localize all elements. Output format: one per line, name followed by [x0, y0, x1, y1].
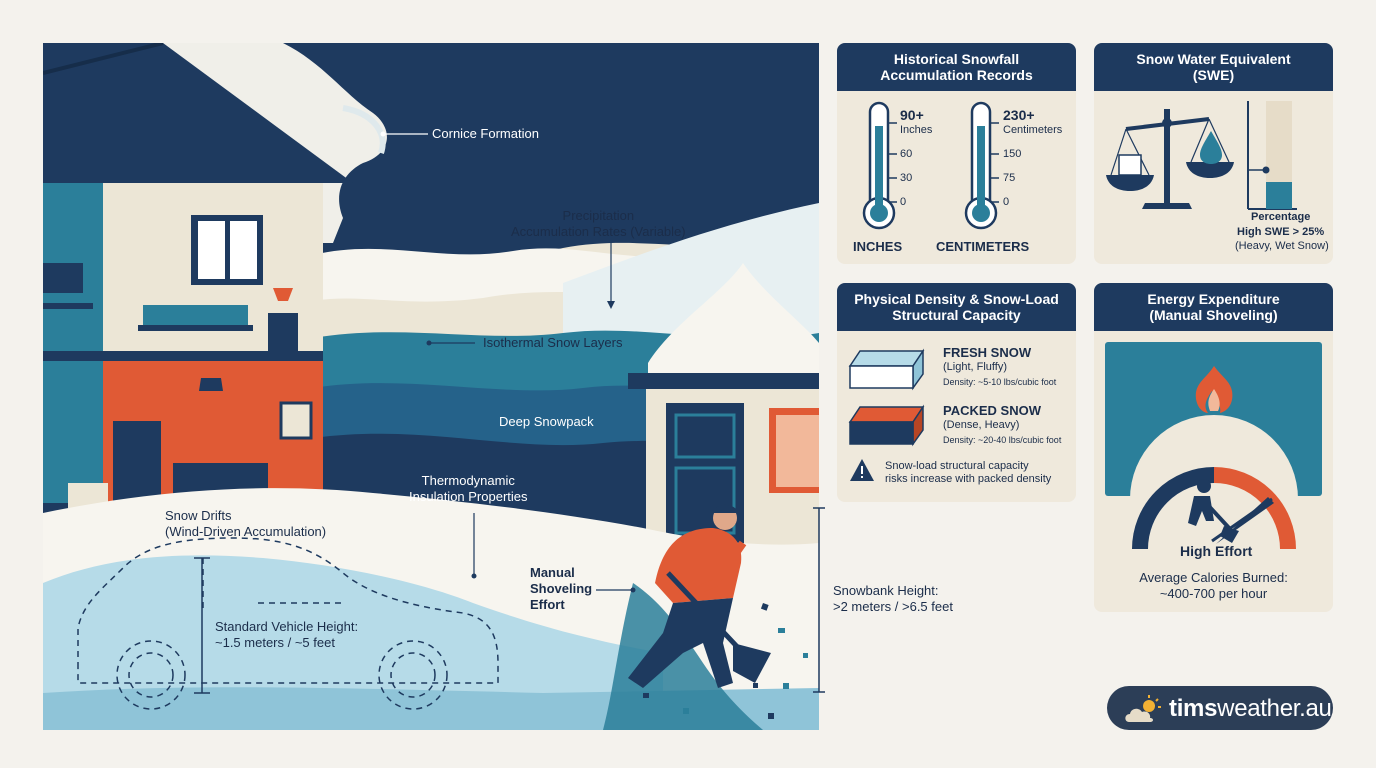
cornice-snow: [143, 43, 387, 243]
fresh-snow-density: Density: ~5-10 lbs/cubic foot: [943, 377, 1057, 387]
card-density: Physical Density & Snow-Load Structural …: [837, 283, 1076, 502]
label-vehicle-height: Standard Vehicle Height: ~1.5 meters / ~…: [215, 619, 359, 650]
sun-cloud-icon: [1125, 695, 1161, 722]
label-snow-drifts: Snow Drifts (Wind-Driven Accumulation): [165, 508, 327, 539]
snowbank-height-marker: [813, 507, 825, 693]
snow-scene-illustration: Cornice Formation Precipitation Accumula…: [43, 43, 819, 730]
cm-tick: 150: [1003, 148, 1022, 160]
effort-label: High Effort: [1180, 543, 1253, 559]
label-snowbank-height: Snowbank Height: >2 meters / >6.5 feet: [833, 583, 953, 614]
swe-high-label: High SWE > 25%: [1237, 226, 1325, 238]
label-deep-snowpack: Deep Snowpack: [499, 414, 594, 429]
cm-tick: 75: [1003, 172, 1016, 184]
cm-label: CENTIMETERS: [936, 239, 1030, 254]
attic-wall: [113, 183, 323, 193]
cornice-curl: [342, 105, 386, 154]
shoveler-figure: [628, 504, 771, 688]
water-drop-icon: [1200, 131, 1222, 164]
bed: [143, 305, 248, 325]
card-historical-snowfall: Historical Snowfall Accumulation Records…: [837, 43, 1076, 264]
small-roof: [628, 373, 819, 389]
thermometer-icon: [862, 101, 999, 230]
card-title: Snow Water Equivalent (SWE): [1094, 43, 1333, 91]
brand-logo: timsweather.au: [1107, 686, 1333, 730]
roof-dark: [43, 43, 164, 75]
cm-top-unit: Centimeters: [1003, 124, 1063, 136]
calories-text: Average Calories Burned: ~400-700 per ho…: [1139, 570, 1288, 601]
inches-tick: 60: [900, 148, 913, 160]
label-precipitation: Precipitation Accumulation Rates (Variab…: [511, 208, 686, 239]
swe-percentage-label: Percentage: [1251, 211, 1311, 223]
label-thermodynamic: Thermodynamic Insulation Properties: [409, 473, 528, 504]
inches-label: INCHES: [853, 239, 903, 254]
density-blocks: [848, 348, 925, 481]
roof: [43, 43, 353, 183]
packed-snow-name: PACKED SNOW: [943, 403, 1041, 418]
effort-gauge: [1105, 342, 1322, 571]
fresh-snow-desc: (Light, Fluffy): [943, 361, 1007, 373]
label-manual-shoveling: Manual Shoveling Effort: [530, 565, 593, 612]
brand-name: timsweather.au: [1169, 695, 1332, 722]
inches-top-value: 90+: [900, 107, 924, 123]
floor-slab: [43, 351, 323, 361]
fresh-snow-name: FRESH SNOW: [943, 345, 1032, 360]
inches-tick: 30: [900, 172, 913, 184]
snow-chunks: [643, 603, 808, 719]
cm-top-value: 230+: [1003, 107, 1035, 123]
packed-snow-desc: (Dense, Heavy): [943, 419, 1020, 431]
shoveler-icon: [1188, 479, 1239, 543]
small-roof-snow: [648, 263, 819, 373]
car-outline: [77, 537, 499, 684]
cm-tick: 0: [1003, 196, 1010, 208]
label-cornice-formation: Cornice Formation: [432, 126, 539, 141]
left-wall: [43, 183, 103, 503]
inches-top-unit: Inches: [900, 124, 933, 136]
label-isothermal-layers: Isothermal Snow Layers: [483, 335, 623, 350]
card-title: Historical Snowfall Accumulation Records: [837, 43, 1076, 91]
card-energy: Energy Expenditure (Manual Shoveling) Hi…: [1094, 283, 1333, 612]
inches-tick: 0: [900, 196, 907, 208]
packed-snow-density: Density: ~20-40 lbs/cubic foot: [943, 435, 1062, 445]
swe-high-desc: (Heavy, Wet Snow): [1235, 240, 1329, 252]
card-swe: Snow Water Equivalent (SWE) Percentage H…: [1094, 43, 1333, 264]
scene-artwork: [43, 43, 819, 730]
balance-scale-icon: [1106, 101, 1297, 210]
warning-text: Snow-load structural capacity risks incr…: [885, 460, 1052, 485]
card-title: Physical Density & Snow-Load Structural …: [837, 283, 1076, 331]
snow-drift: [43, 555, 663, 730]
card-title: Energy Expenditure (Manual Shoveling): [1094, 283, 1333, 331]
